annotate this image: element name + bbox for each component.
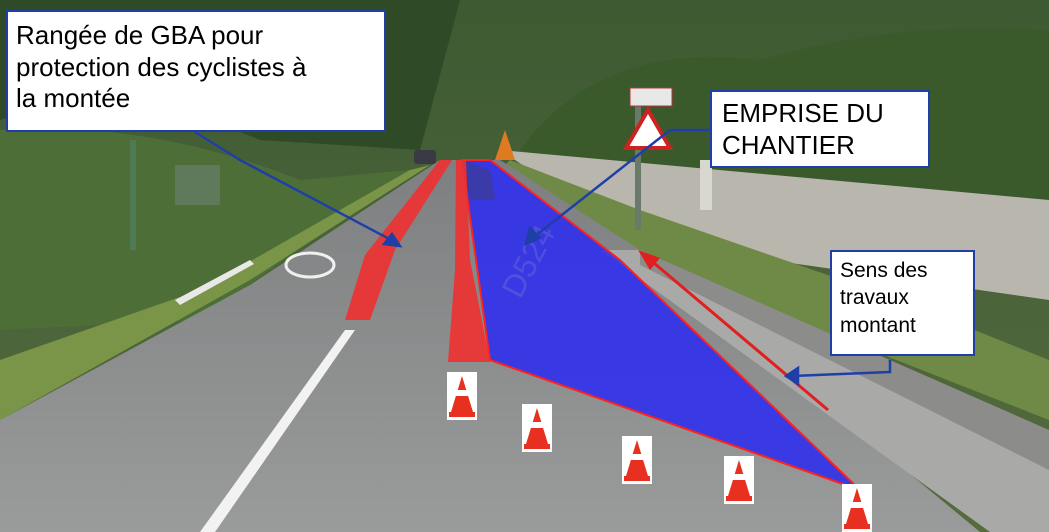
traffic-cone-icon <box>622 436 652 484</box>
pointer-emprise <box>524 128 710 247</box>
work-zone-area <box>460 159 861 491</box>
center-line <box>200 330 355 532</box>
callout-line: CHANTIER <box>722 129 855 160</box>
pointer-cyclists <box>194 130 403 248</box>
traffic-cone-icon <box>724 456 754 504</box>
work-vehicle <box>462 160 495 200</box>
town-sign <box>629 87 673 107</box>
cyclist-barrier-row <box>345 160 452 320</box>
edge-line <box>175 260 254 305</box>
callout-work-direction: Sens des travaux montant <box>830 250 975 356</box>
callout-line: Sens des <box>840 259 928 282</box>
sidewalk <box>600 250 1049 532</box>
traffic-cone-icon <box>522 404 552 452</box>
callout-work-zone: EMPRISE DU CHANTIER <box>710 90 930 168</box>
traffic-cone-icon <box>842 484 872 532</box>
road-sign-left <box>175 165 220 205</box>
distant-car <box>414 150 436 164</box>
callout-line: Rangée de GBA pour <box>16 20 264 50</box>
left-grass <box>0 165 430 420</box>
callout-line: EMPRISE DU <box>722 98 884 128</box>
callout-line: protection des cyclistes à <box>16 51 307 82</box>
callout-line: travaux <box>840 286 909 310</box>
left-bushes <box>0 128 410 330</box>
signpost-right <box>635 100 641 230</box>
curb <box>640 250 1049 470</box>
callout-cyclist-protection: Rangée de GBA pour protection des cyclis… <box>6 10 386 132</box>
callout-line: montant <box>840 313 916 337</box>
orange-work-sign <box>495 130 515 160</box>
speed-limit-marking-icon <box>284 251 336 279</box>
traffic-cone-icon <box>447 372 477 420</box>
signpost-left <box>130 140 136 250</box>
callout-line: la montée <box>16 83 131 114</box>
work-zone-barrier <box>448 160 490 362</box>
pointer-sens <box>783 360 892 387</box>
roadside-cabinet <box>700 160 712 210</box>
